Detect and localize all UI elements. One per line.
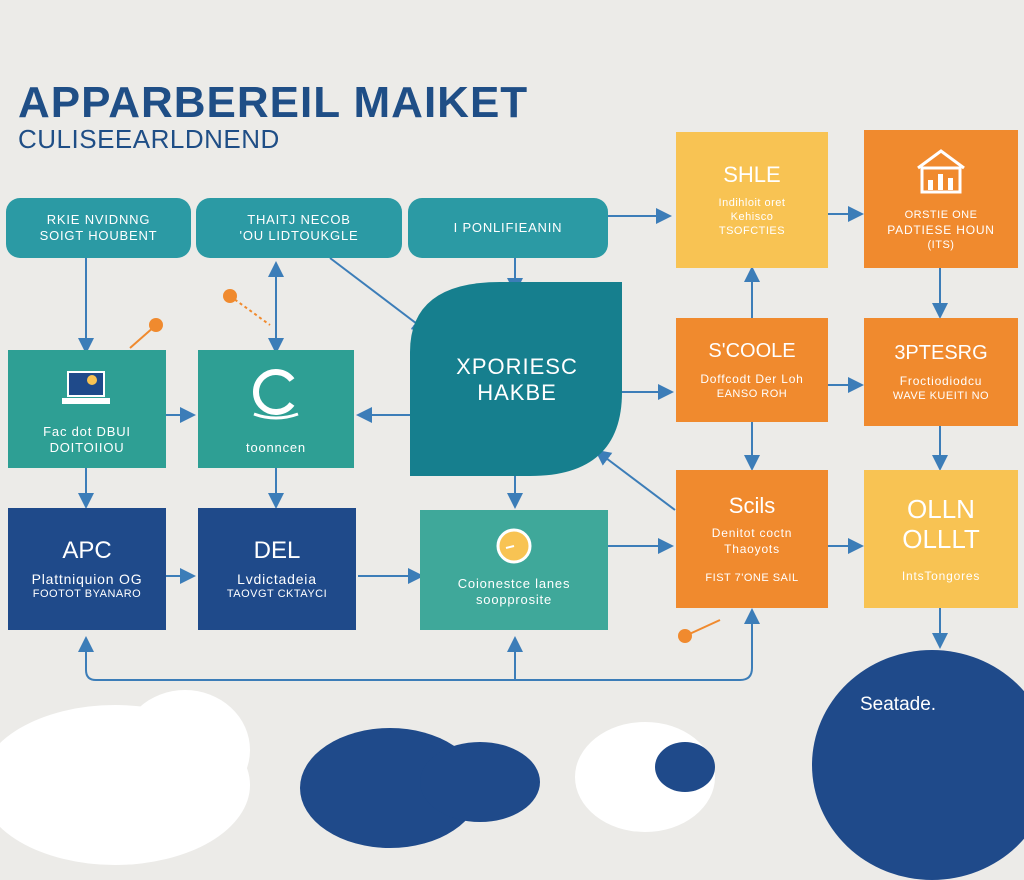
mid-box-1: Fac dot DBUI DOITOIIOU — [8, 350, 166, 468]
col2-box-3ptesrg-line2: WAVE KUEITI NO — [892, 389, 990, 402]
col1-box-scoole-head: S'COOLE — [708, 339, 796, 362]
decor-blob-right-small — [655, 742, 715, 792]
hub-line1: XPORIESC — [456, 354, 578, 379]
hub-line2: HAKBE — [477, 380, 557, 405]
col2-box-olln-head: OLLN OLLLT — [902, 494, 980, 554]
hub-leaf-shape — [410, 282, 622, 476]
col1-box-shle-line3: TSOFCTIES — [718, 225, 786, 237]
house-chart-icon — [917, 149, 965, 194]
decor-blob-center-2 — [420, 742, 540, 822]
col2-box-orstie: ORSTIE ONE PADTIESE HOUN (ITS) — [864, 130, 1018, 268]
col1-box-scoole-line1: Doffcodt Der Loh — [700, 371, 804, 386]
bottom-box-apc-line2: FOOTOT BYANARO — [32, 588, 142, 600]
top-pill-2: THAITJ NECOB 'OU LIDTOUKGLE — [196, 198, 402, 258]
col2-box-orstie-line3: (ITS) — [927, 239, 955, 251]
col1-box-shle-line1: Indihloit oret — [718, 197, 786, 209]
page-title: APPARBEREIL MAIKET — [18, 78, 529, 127]
connector-arrows — [78, 206, 948, 681]
top-pill-1-line1: RKIE NVIDNNG — [46, 212, 151, 227]
top-pill-1: RKIE NVIDNNG SOIGT HOUBENT — [6, 198, 191, 258]
bottom-box-center-line1: Coionestce lanes — [457, 576, 571, 591]
col2-box-3ptesrg-head: 3PTESRG — [894, 341, 988, 364]
bottom-box-apc: APC Plattniquion OG FOOTOT BYANARO — [8, 508, 166, 630]
col1-box-scoole: S'COOLE Doffcodt Der Loh EANSO ROH — [676, 318, 828, 422]
page-subtitle: CULISEEARLDNEND — [18, 124, 280, 154]
bottom-box-apc-head: APC — [62, 537, 112, 564]
mid-box-1-line2: DOITOIIOU — [49, 440, 125, 455]
mid-box-2: toonncen — [198, 350, 354, 468]
top-pill-1-line2: SOIGT HOUBENT — [39, 228, 158, 243]
footer-circle-label: Seatade. — [860, 694, 937, 715]
top-pill-2-line2: 'OU LIDTOUKGLE — [239, 228, 359, 243]
col2-box-olln: OLLN OLLLT IntsTongores — [864, 470, 1018, 608]
top-pill-3: I PONLIFIEANIN — [408, 198, 608, 258]
decor-cloud-left-2 — [120, 690, 250, 810]
col1-box-scils-line1: Denitot coctn — [711, 526, 793, 540]
bottom-box-del-line1: Lvdictadeia — [237, 571, 317, 587]
col1-box-shle: SHLE Indihloit oret Kehisco TSOFCTIES — [676, 132, 828, 268]
bottom-box-del-head: DEL — [253, 537, 301, 564]
clock-icon — [496, 528, 532, 564]
col2-box-orstie-line2: PADTIESE HOUN — [887, 223, 995, 237]
col1-box-scils-head: Scils — [728, 493, 776, 518]
col1-box-scoole-line2: EANSO ROH — [716, 387, 788, 400]
bottom-box-center-line2: soopprosite — [475, 592, 552, 607]
col2-box-3ptesrg-line1: Froctiodiodcu — [899, 373, 983, 388]
col1-box-shle-line2: Kehisco — [730, 211, 774, 223]
col1-box-scils-line2: Thaoyots — [724, 542, 780, 556]
col2-box-orstie-line1: ORSTIE ONE — [904, 209, 978, 221]
col1-box-shle-head: SHLE — [723, 162, 781, 187]
bottom-box-del: DEL Lvdictadeia TAOVGT CKTAYCI — [198, 508, 356, 630]
bottom-box-del-line2: TAOVGT CKTAYCI — [226, 588, 328, 600]
mid-box-2-line1: toonncen — [246, 440, 306, 455]
laptop-icon — [62, 371, 110, 404]
top-pill-3-line1: I PONLIFIEANIN — [453, 220, 563, 235]
bottom-box-apc-line1: Plattniquion OG — [31, 571, 143, 587]
col2-box-3ptesrg: 3PTESRG Froctiodiodcu WAVE KUEITI NO — [864, 318, 1018, 426]
col1-box-scils: Scils Denitot coctn Thaoyots FIST 7'ONE … — [676, 470, 828, 608]
col1-box-scils-line3: FIST 7'ONE SAIL — [705, 572, 799, 584]
top-pill-2-line1: THAITJ NECOB — [247, 212, 351, 227]
col2-box-olln-line1: IntsTongores — [901, 569, 981, 583]
bottom-box-center: Coionestce lanes soopprosite — [420, 510, 608, 630]
refresh-cycle-icon — [253, 369, 299, 420]
hub-node: XPORIESC HAKBE — [410, 282, 624, 478]
mid-box-1-line1: Fac dot DBUI — [43, 424, 131, 439]
